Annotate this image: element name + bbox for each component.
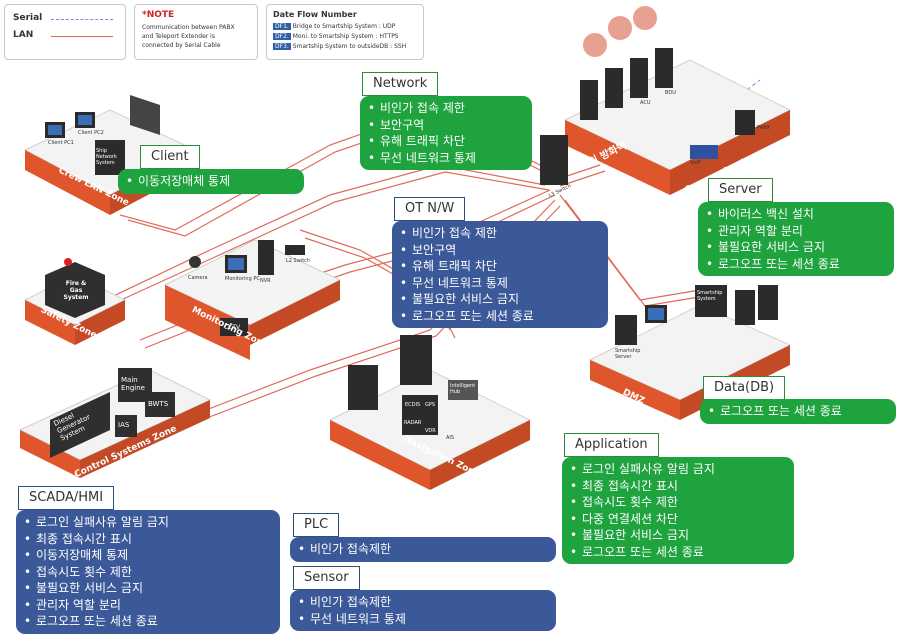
network-panel: 비인가 접속 제한 보안구역 유해 트래픽 차단 무선 네트워크 통제 <box>360 96 532 170</box>
note-title: *NOTE <box>142 10 175 20</box>
ot-nw-label: OT N/W <box>394 197 466 221</box>
plc-label: PLC <box>293 513 340 537</box>
communication-zone <box>563 6 792 195</box>
client-panel: 이동저장매체 통제 <box>118 169 304 194</box>
server-item: 관리자 역할 분리 <box>706 223 886 240</box>
ot-nw-item: 보안구역 <box>400 242 600 259</box>
scada-hmi-item: 로그인 실패사유 알림 금지 <box>24 514 272 531</box>
device-label-ais: AIS <box>446 435 455 441</box>
note-line-1: Communication between PABX <box>142 24 235 31</box>
network-item: 비인가 접속 제한 <box>368 100 524 117</box>
safety-zone <box>23 258 127 345</box>
network-item: 보안구역 <box>368 117 524 134</box>
scada-hmi-panel: 로그인 실패사유 알림 금지 최종 접속시간 표시 이동저장매체 통제 접속시도… <box>16 510 280 634</box>
date-flow-text-2: Moni. to Smartship System : HTTPS <box>292 33 399 40</box>
server-item: 로그오프 또는 세션 종료 <box>706 256 886 273</box>
scada-hmi-item: 접속시도 횟수 제한 <box>24 564 272 581</box>
device-label-smartship-system: Smartship System <box>697 290 723 302</box>
l3-switch-device <box>540 135 568 185</box>
ot-nw-item: 불필요한 서비스 금지 <box>400 291 600 308</box>
scada-hmi-item: 로그오프 또는 세션 종료 <box>24 613 272 630</box>
application-item: 로그인 실패사유 알림 금지 <box>570 461 786 478</box>
date-flow-tag-1: DF1. <box>273 23 291 30</box>
device-label-ship-network-system: Ship Network System <box>96 148 117 166</box>
device-label-bwts: BWTS <box>148 400 169 408</box>
date-flow-tag-3: DF3. <box>273 43 291 50</box>
client-label: Client <box>140 145 200 169</box>
date-flow-box: Date Flow Number DF1. Bridge to Smartshi… <box>266 4 424 60</box>
line-legend: Serial LAN <box>4 4 126 60</box>
device-label-monitoring-pc: Monitoring PC <box>225 276 260 282</box>
ot-nw-panel: 비인가 접속 제한 보안구역 유해 트래픽 차단 무선 네트워크 통제 불필요한… <box>392 221 608 328</box>
device-label-intelligent-hub: Intelligent Hub <box>450 383 476 395</box>
scada-hmi-item: 이동저장매체 통제 <box>24 547 272 564</box>
ot-nw-item: 유해 트래픽 차단 <box>400 258 600 275</box>
monitoring-zone <box>163 239 342 360</box>
note-line-3: connected by Serial Cable <box>142 42 221 49</box>
control-systems-zone <box>18 368 212 478</box>
device-label-pabx: PABX <box>757 125 770 131</box>
legend-serial-line <box>51 19 113 20</box>
scada-hmi-item: 불필요한 서비스 금지 <box>24 580 272 597</box>
device-label-l2-switch: L2 Switch <box>286 258 311 264</box>
device-label-vdr: VDR <box>425 428 436 434</box>
note-line-2: and Teleport Extender is <box>142 33 215 40</box>
device-label-client-pc2: Client PC2 <box>78 130 104 136</box>
application-item: 로그오프 또는 세션 종료 <box>570 544 786 561</box>
ot-nw-item: 비인가 접속 제한 <box>400 225 600 242</box>
application-item: 불필요한 서비스 금지 <box>570 527 786 544</box>
data-db-panel: 로그오프 또는 세션 종료 <box>700 399 896 424</box>
network-label: Network <box>362 72 439 96</box>
sensor-item: 무선 네트워크 통제 <box>298 611 548 628</box>
device-label-acu: ACU <box>640 100 651 106</box>
application-item: 최종 접속시간 표시 <box>570 478 786 495</box>
scada-hmi-item: 관리자 역할 분리 <box>24 597 272 614</box>
application-panel: 로그인 실패사유 알림 금지 최종 접속시간 표시 접속시도 횟수 제한 다중 … <box>562 457 794 564</box>
sensor-label: Sensor <box>293 566 360 590</box>
scada-hmi-item: 최종 접속시간 표시 <box>24 531 272 548</box>
device-label-fire-gas: Fire & Gas System <box>63 280 89 301</box>
date-flow-tag-2: DF2. <box>273 33 291 40</box>
device-label-ecdis: ECDIS <box>405 402 421 408</box>
plc-item: 비인가 접속제한 <box>298 541 548 558</box>
device-label-ias: IAS <box>118 421 130 429</box>
ot-nw-item: 무선 네트워크 통제 <box>400 275 600 292</box>
application-label: Application <box>564 433 659 457</box>
application-item: 접속시도 횟수 제한 <box>570 494 786 511</box>
device-label-gps: GPS <box>425 402 436 408</box>
network-item: 무선 네트워크 통제 <box>368 150 524 167</box>
legend-lan-label: LAN <box>13 30 34 40</box>
date-flow-text-1: Bridge to Smartship System : UDP <box>292 23 396 30</box>
device-label-bdu: BDU <box>665 90 676 96</box>
data-db-label: Data(DB) <box>703 376 786 400</box>
server-item: 불필요한 서비스 금지 <box>706 239 886 256</box>
plc-panel: 비인가 접속제한 <box>290 537 556 562</box>
device-label-nvr: NVR <box>260 278 271 284</box>
device-label-camera: Camera <box>188 275 208 281</box>
legend-lan-line <box>51 36 113 37</box>
device-label-client-pc1: Client PC1 <box>48 140 74 146</box>
client-item: 이동저장매체 통제 <box>126 173 296 190</box>
date-flow-title: Date Flow Number <box>273 10 357 19</box>
legend-serial-label: Serial <box>13 13 43 23</box>
date-flow-text-3: Smartship System to outsideDB : SSH <box>292 43 407 50</box>
device-label-radar: RADAR <box>404 420 422 426</box>
server-panel: 바이러스 백신 설치 관리자 역할 분리 불필요한 서비스 금지 로그오프 또는… <box>698 202 894 276</box>
scada-hmi-label: SCADA/HMI <box>18 486 115 510</box>
application-item: 다중 연결세션 차단 <box>570 511 786 528</box>
note-box: *NOTE Communication between PABX and Tel… <box>134 4 258 60</box>
device-label-main-engine: Main Engine <box>121 376 145 392</box>
sensor-item: 비인가 접속제한 <box>298 594 548 611</box>
navigation-zone <box>328 335 532 490</box>
device-label-voip: VoIP <box>690 160 701 166</box>
device-label-smartship-server: Smartship Server <box>615 348 641 360</box>
network-item: 유해 트래픽 차단 <box>368 133 524 150</box>
server-item: 바이러스 백신 설치 <box>706 206 886 223</box>
data-db-item: 로그오프 또는 세션 종료 <box>708 403 888 420</box>
ot-nw-item: 로그오프 또는 세션 종료 <box>400 308 600 325</box>
sensor-panel: 비인가 접속제한 무선 네트워크 통제 <box>290 590 556 631</box>
server-label: Server <box>708 178 773 202</box>
device-label-cctv: CCTV <box>224 324 241 331</box>
